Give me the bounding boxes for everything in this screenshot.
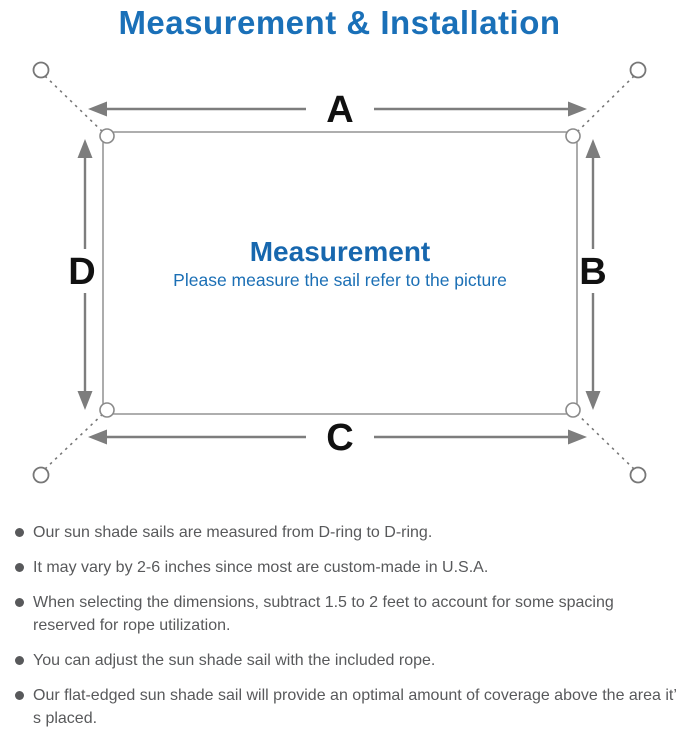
arrowhead-left-up-icon <box>77 139 93 158</box>
bullet-dot-icon <box>15 563 24 572</box>
sail-diagram-svg: A B C D Measurement Please measure the s… <box>32 61 647 484</box>
anchor-ring-bottom-left-icon <box>32 466 50 484</box>
sail-outline <box>102 131 578 415</box>
arrowhead-bottom-left-icon <box>88 429 107 445</box>
anchor-ring-top-right-icon <box>629 61 647 79</box>
dimension-label-c: C <box>326 417 353 459</box>
d-ring-top-left-icon <box>99 128 115 144</box>
note-text: You can adjust the sun shade sail with t… <box>33 652 436 669</box>
arrowhead-right-down-icon <box>585 391 601 410</box>
rope-line-top-right <box>572 75 635 137</box>
note-item: When selecting the dimensions, subtract … <box>13 591 677 637</box>
bullet-dot-icon <box>15 691 24 700</box>
page-title: Measurement & Installation <box>118 4 561 41</box>
arrowhead-left-down-icon <box>77 391 93 410</box>
dimension-label-b: B <box>579 251 606 293</box>
note-text: It may vary by 2-6 inches since most are… <box>33 559 489 576</box>
d-ring-bottom-right-icon <box>565 402 581 418</box>
arrowhead-bottom-right-icon <box>568 429 587 445</box>
d-ring-top-right-icon <box>565 128 581 144</box>
rope-dashed-lines <box>44 75 635 470</box>
bullet-dot-icon <box>15 528 24 537</box>
anchor-rings <box>32 61 647 484</box>
rope-line-bottom-left <box>44 409 108 470</box>
dimension-arrow-shafts <box>83 107 595 439</box>
arrowhead-right-up-icon <box>585 139 601 158</box>
note-item: It may vary by 2-6 inches since most are… <box>13 556 677 579</box>
dimension-label-a: A <box>326 89 353 131</box>
note-item: Our flat-edged sun shade sail will provi… <box>13 684 677 730</box>
bullet-dot-icon <box>15 598 24 607</box>
measurement-diagram: A B C D Measurement Please measure the s… <box>0 52 679 512</box>
dimension-arrowheads <box>77 101 601 445</box>
arrowhead-top-right-icon <box>568 101 587 117</box>
bullet-dot-icon <box>15 656 24 665</box>
arrowhead-top-left-icon <box>88 101 107 117</box>
note-item: Our sun shade sails are measured from D-… <box>13 521 677 544</box>
notes-list: Our sun shade sails are measured from D-… <box>0 512 679 730</box>
dimension-label-d: D <box>68 251 95 293</box>
d-ring-bottom-left-icon <box>99 402 115 418</box>
diagram-center-heading: Measurement <box>250 236 431 267</box>
note-text: Our flat-edged sun shade sail will provi… <box>33 687 677 727</box>
note-text: When selecting the dimensions, subtract … <box>33 594 614 634</box>
rope-line-bottom-right <box>572 409 635 470</box>
note-text: Our sun shade sails are measured from D-… <box>33 524 433 541</box>
d-ring-tabs <box>99 128 581 418</box>
diagram-center-subtitle: Please measure the sail refer to the pic… <box>173 270 507 290</box>
note-item: You can adjust the sun shade sail with t… <box>13 649 677 672</box>
anchor-ring-top-left-icon <box>32 61 50 79</box>
anchor-ring-bottom-right-icon <box>629 466 647 484</box>
rope-line-top-left <box>44 75 108 137</box>
